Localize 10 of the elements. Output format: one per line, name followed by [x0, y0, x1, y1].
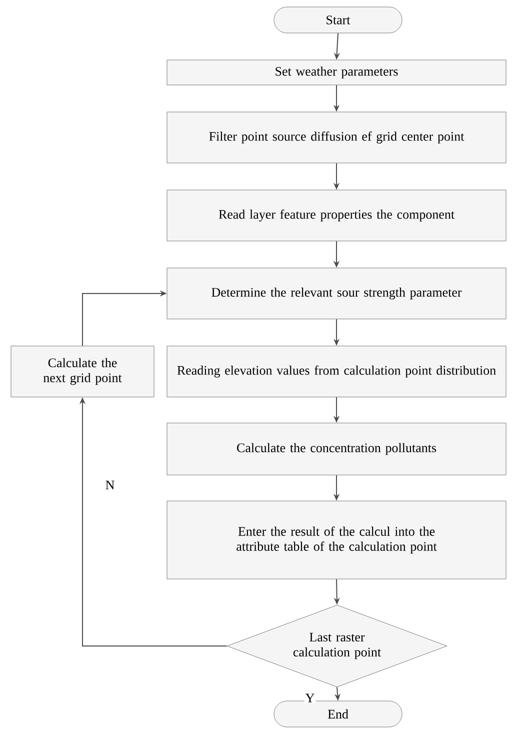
- process-box: Calculate the next grid point: [10, 346, 154, 398]
- process-box: Read layer feature properties the component: [166, 190, 506, 242]
- edge-label: N: [104, 480, 116, 490]
- process-box: Reading elevation values from calculation point distribution: [166, 346, 506, 398]
- process-box: Calculate the concentration pollutants: [166, 422, 506, 476]
- process-box: Filter point source diffusion ef grid center point: [166, 112, 506, 164]
- process-box: Enter the result of the calcul into the attribute table of the calculation point: [166, 500, 506, 580]
- process-box: Determine the relevant sour strength parameter: [166, 268, 506, 320]
- process-box: Set weather parameters: [166, 60, 506, 86]
- edge-label: Y: [304, 692, 316, 704]
